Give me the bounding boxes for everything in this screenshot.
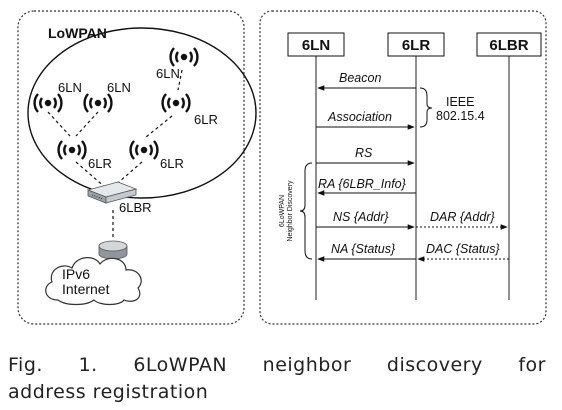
- figure-caption: Fig. 1. 6LoWPAN neighbor discovery for a…: [8, 352, 548, 406]
- node-label-6lbr: 6LBR: [119, 200, 152, 215]
- ra-label: RA {6LBR_Info}: [318, 177, 406, 191]
- router-icon: [86, 181, 138, 204]
- cloud-label: IPv6: [62, 266, 90, 282]
- left-panel: LoWPAN 6LN 6LN 6LN 6LR 6LR 6LR: [17, 10, 257, 325]
- header-box-6ln: [287, 32, 345, 57]
- association-label: Association: [327, 110, 392, 124]
- caption-word: for: [518, 354, 546, 376]
- caption-line-2: address registration: [8, 381, 209, 403]
- caption-word: 1.: [78, 354, 98, 376]
- right-panel-border: [259, 10, 547, 325]
- caption-line-1: Fig. 1. 6LoWPAN neighbor discovery for: [8, 352, 546, 379]
- header-box-6lr: [387, 32, 445, 57]
- node-label-6lr: 6LR: [88, 156, 112, 171]
- na-label: NA {Status}: [331, 242, 395, 256]
- node-label-6lr: 6LR: [194, 112, 218, 127]
- header-6lbr: 6LBR: [489, 37, 528, 54]
- node-label-6lr: 6LR: [160, 156, 184, 171]
- header-box-6lbr: [476, 32, 542, 57]
- radio-node-icon: [83, 92, 113, 114]
- right-panel: 6LN 6LR 6LBR Beacon Association IEEE 802…: [259, 10, 547, 325]
- lowpan-title: LoWPAN: [48, 25, 107, 41]
- database-icon: [98, 240, 128, 260]
- nd-side-label: Neighbor Discovery: [287, 180, 294, 242]
- cloud-icon: [45, 257, 142, 306]
- dac-label: DAC {Status}: [426, 242, 500, 256]
- caption-word: Fig.: [8, 354, 43, 376]
- radio-node-icon: [33, 92, 63, 114]
- ieee-brace: [419, 87, 433, 128]
- radio-node-icon: [161, 92, 191, 114]
- lowpan-boundary: [27, 27, 257, 199]
- ns-label: NS {Addr}: [333, 210, 389, 224]
- header-6lr: 6LR: [402, 37, 431, 54]
- rs-label: RS: [355, 146, 373, 160]
- node-label-6ln: 6LN: [156, 66, 180, 81]
- dar-label: DAR {Addr}: [430, 210, 495, 224]
- header-6ln: 6LN: [302, 37, 330, 54]
- ieee-label: IEEE: [446, 95, 475, 109]
- caption-word: discovery: [386, 354, 483, 376]
- caption-word: neighbor: [262, 354, 352, 376]
- mesh-links: [47, 69, 183, 240]
- ieee-label: 802.15.4: [436, 109, 485, 123]
- beacon-label: Beacon: [339, 71, 381, 85]
- radio-node-icon: [129, 139, 159, 161]
- node-label-6ln: 6LN: [58, 80, 82, 95]
- nd-brace: [299, 162, 313, 260]
- caption-word: 6LoWPAN: [133, 354, 228, 376]
- radio-node-icon: [57, 139, 87, 161]
- nd-side-label: 6LoWPAN: [279, 195, 286, 227]
- left-panel-border: [17, 10, 245, 325]
- cloud-label: Internet: [62, 281, 110, 297]
- radio-node-icon: [169, 46, 199, 68]
- node-label-6ln: 6LN: [107, 80, 131, 95]
